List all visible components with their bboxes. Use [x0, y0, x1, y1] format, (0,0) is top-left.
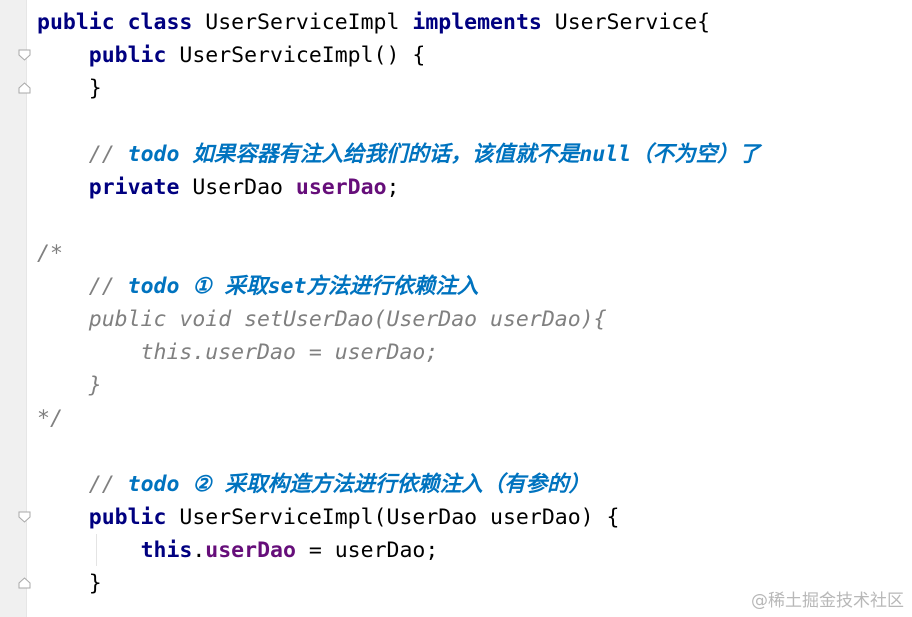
code-token: public: [88, 43, 180, 68]
code-token: todo ② 采取构造方法进行依赖注入（有参的）: [127, 472, 591, 497]
code-line[interactable]: }: [37, 369, 102, 402]
fold-marker-open-icon[interactable]: [17, 511, 32, 523]
code-token: //: [88, 142, 128, 167]
code-token: implements: [412, 10, 555, 35]
code-indent: [37, 43, 89, 68]
code-indent: [37, 142, 89, 167]
code-indent: [37, 340, 141, 365]
code-indent: [37, 571, 89, 596]
code-token: }: [88, 373, 102, 398]
code-token: //: [88, 274, 128, 299]
code-token: UserServiceImpl: [205, 10, 413, 35]
watermark-text: @稀土掘金技术社区: [751, 591, 904, 611]
code-line[interactable]: // todo ① 采取set方法进行依赖注入: [37, 270, 479, 303]
code-indent: [37, 274, 89, 299]
code-token: }: [88, 571, 102, 596]
code-token: UserService{: [554, 10, 711, 35]
code-token: UserServiceImpl() {: [179, 43, 426, 68]
fold-marker-close-icon[interactable]: [17, 577, 32, 589]
code-token: = userDao;: [295, 538, 439, 563]
code-line[interactable]: this.userDao = userDao;: [37, 336, 439, 369]
code-token: UserServiceImpl(UserDao userDao) {: [179, 505, 620, 530]
code-token: */: [37, 406, 63, 431]
code-token: public: [88, 505, 180, 530]
indent-guide: [96, 534, 97, 566]
code-token: UserDao: [192, 175, 296, 200]
code-indent: [37, 538, 141, 563]
code-token: userDao: [295, 175, 387, 200]
code-token: ;: [386, 175, 400, 200]
code-token: todo ① 采取set方法进行依赖注入: [127, 274, 479, 299]
code-line[interactable]: public void setUserDao(UserDao userDao){: [37, 303, 607, 336]
code-token: userDao: [205, 538, 296, 563]
code-token: private: [88, 175, 193, 200]
code-line[interactable]: public class UserServiceImpl implements …: [37, 6, 710, 39]
code-line[interactable]: // todo ② 采取构造方法进行依赖注入（有参的）: [37, 468, 590, 501]
code-line[interactable]: /*: [37, 237, 63, 270]
code-indent: [37, 175, 89, 200]
code-token: public void setUserDao(UserDao userDao){: [88, 307, 607, 332]
code-indent: [37, 505, 89, 530]
code-token: this: [140, 538, 193, 563]
code-indent: [37, 76, 89, 101]
code-line[interactable]: this.userDao = userDao;: [37, 534, 439, 567]
code-line[interactable]: }: [37, 567, 102, 600]
code-line[interactable]: }: [37, 72, 102, 105]
code-line[interactable]: private UserDao userDao;: [37, 171, 400, 204]
fold-marker-close-icon[interactable]: [17, 82, 32, 94]
code-token: todo 如果容器有注入给我们的话，该值就不是null（不为空）了: [127, 142, 761, 167]
fold-marker-open-icon[interactable]: [17, 49, 32, 61]
code-line[interactable]: // todo 如果容器有注入给我们的话，该值就不是null（不为空）了: [37, 138, 760, 171]
code-line[interactable]: */: [37, 402, 63, 435]
code-token: }: [88, 76, 102, 101]
code-indent: [37, 307, 89, 332]
code-line[interactable]: public UserServiceImpl() {: [37, 39, 426, 72]
code-token: public class: [37, 10, 206, 35]
code-token: this.userDao = userDao;: [140, 340, 439, 365]
code-token: //: [88, 472, 128, 497]
editor-gutter: [0, 0, 27, 617]
code-indent: [37, 472, 89, 497]
code-token: .: [192, 538, 206, 563]
code-line[interactable]: public UserServiceImpl(UserDao userDao) …: [37, 501, 620, 534]
code-token: /*: [37, 241, 63, 266]
code-indent: [37, 373, 89, 398]
